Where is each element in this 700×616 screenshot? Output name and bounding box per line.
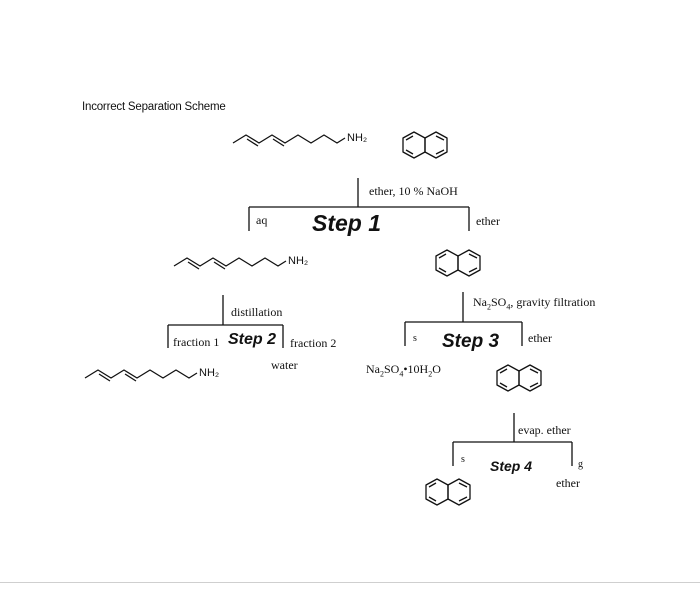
diene-amine-structure-mid — [173, 257, 287, 270]
step1-reagent: ether, 10 % NaOH — [369, 184, 458, 198]
step3-solid-na: Na — [366, 362, 380, 376]
step1-aq-label: aq — [256, 213, 268, 227]
naphthalene-structure-mid — [435, 249, 481, 277]
step3-solid-sub4: 4 — [399, 369, 404, 379]
amine-label-mid: NH₂ — [288, 255, 309, 267]
step1-ether-label: ether — [476, 214, 500, 228]
step3-ether-label: ether — [528, 331, 552, 345]
step3-solid-so: SO — [384, 362, 400, 376]
page-title: Incorrect Separation Scheme — [82, 101, 226, 113]
step2-fraction1: fraction 1 — [173, 335, 220, 349]
step2-tree — [167, 295, 284, 348]
step3-solid-h: 10H — [407, 362, 429, 376]
step2-label: Step 2 — [228, 331, 277, 348]
step3-reagent-na: Na — [473, 295, 487, 309]
step4-ether-label: ether — [556, 476, 580, 490]
naphthalene-structure-bottom — [425, 478, 471, 506]
step3-solid-hydrate: Na2SO4•10H2O — [366, 362, 441, 378]
step3-reagent: Na2SO4, gravity filtration — [473, 295, 595, 311]
step3-label: Step 3 — [442, 331, 500, 352]
step1-label: Step 1 — [312, 210, 382, 236]
step4-g-label: g — [578, 459, 583, 470]
step1-tree — [248, 178, 470, 231]
step3-reagent-sub4: 4 — [506, 302, 511, 312]
step3-solid-sub2: 2 — [380, 369, 384, 379]
step4-s-label: s — [461, 454, 465, 465]
step3-solid-dot: • — [403, 362, 408, 376]
page-divider — [0, 582, 700, 583]
amine-label-bottom: NH₂ — [199, 367, 220, 379]
step4-label: Step 4 — [490, 458, 533, 474]
step2-water: water — [271, 358, 298, 372]
step4-tree — [452, 413, 573, 466]
naphthalene-structure-step3 — [496, 364, 542, 392]
step3-solid-subh2: 2 — [428, 369, 433, 379]
naphthalene-structure-top — [402, 131, 448, 159]
step3-solid-o: O — [432, 362, 441, 376]
step2-reagent: distillation — [231, 305, 283, 319]
step2-fraction2: fraction 2 — [290, 336, 337, 350]
diene-amine-structure-top — [232, 134, 346, 147]
step3-tree — [404, 292, 523, 346]
step3-reagent-rest: , gravity filtration — [510, 295, 596, 309]
amine-label-top: NH₂ — [347, 132, 368, 144]
step3-reagent-sub2: 2 — [487, 302, 491, 312]
step4-reagent: evap. ether — [518, 423, 571, 437]
diene-amine-structure-bottom — [84, 369, 198, 382]
step3-s-label: s — [413, 333, 417, 344]
step3-reagent-so: SO — [491, 295, 507, 309]
